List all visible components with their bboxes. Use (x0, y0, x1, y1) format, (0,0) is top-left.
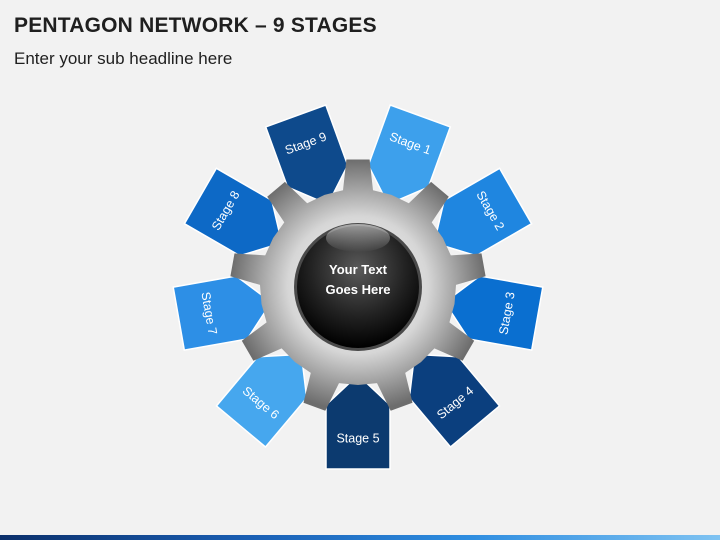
center-hub: Your Text Goes Here (294, 223, 422, 351)
stage-5-label: Stage 5 (336, 431, 379, 445)
stage-3-pentagon (443, 275, 544, 351)
stage-8-pentagon (183, 167, 283, 257)
center-text-line1: Your Text (329, 262, 388, 277)
stage-5-pentagon (325, 373, 391, 470)
hub-highlight (326, 224, 390, 252)
hub-circle (297, 226, 419, 348)
center-text-line2: Goes Here (325, 282, 390, 297)
stage-2-pentagon (433, 167, 533, 257)
stage-9-pentagon (264, 104, 349, 206)
footer-bar (0, 535, 720, 540)
slide-subtitle: Enter your sub headline here (14, 49, 233, 68)
slide-title: PENTAGON NETWORK – 9 STAGES (14, 14, 377, 37)
stage-7-pentagon (172, 275, 273, 351)
stage-1-pentagon (367, 104, 452, 206)
stage-6-pentagon (215, 353, 308, 449)
stage-4-pentagon (408, 353, 501, 449)
